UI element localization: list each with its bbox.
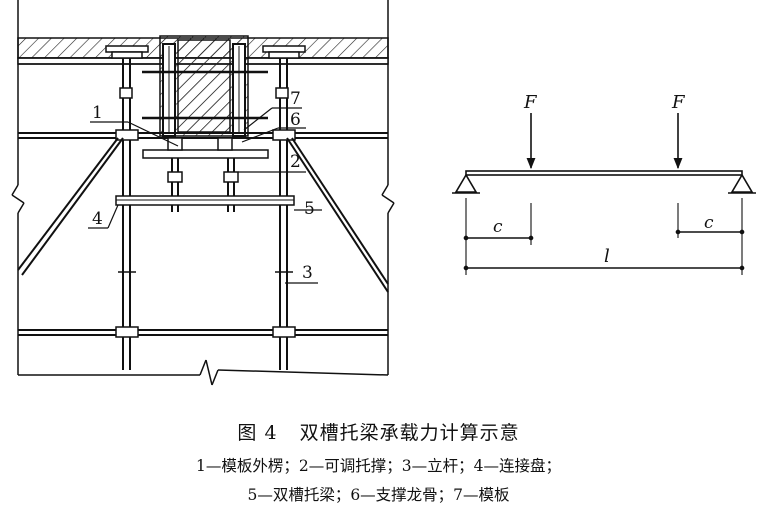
diagonal-braces: [17, 137, 389, 293]
figure-caption: 图 4 双槽托梁承载力计算示意: [0, 418, 757, 445]
callout-2: 2: [290, 152, 301, 172]
scaffold-drawing: [11, 0, 395, 386]
force-label-right: F: [671, 92, 686, 113]
right-support-icon: [730, 173, 754, 193]
frame-edges: [11, 0, 395, 386]
load-diagram: [452, 113, 756, 275]
double-channel-beam: [115, 195, 295, 206]
figure-number: 图 4: [237, 422, 278, 444]
dim-label-c-right: c: [704, 213, 714, 233]
callout-6: 6: [290, 110, 301, 130]
callout-1: 1: [92, 103, 103, 123]
legend-line-2: 5—双槽托梁；6—支撑龙骨；7—模板: [247, 486, 510, 504]
dim-label-c-left: c: [493, 217, 503, 237]
top-u-heads: [105, 45, 306, 99]
callout-3: 3: [302, 263, 313, 283]
left-support-icon: [454, 173, 478, 193]
beam-support-drawing: 1 2 3 4 5 6 7 F F c c: [11, 0, 756, 386]
callout-leaders: [88, 107, 322, 284]
standards: [122, 58, 288, 370]
callout-7: 7: [290, 89, 301, 109]
ledgers: [18, 132, 388, 336]
beam-side-formwork: [162, 43, 246, 137]
tie-rods: [142, 70, 268, 120]
dim-label-l: l: [604, 246, 610, 267]
load-diagram-labels: F F c c l: [493, 92, 714, 267]
callout-5: 5: [304, 199, 315, 219]
connection-disks: [115, 129, 296, 338]
figure-title: 双槽托梁承载力计算示意: [299, 422, 520, 444]
dimension-lines: [463, 198, 745, 275]
force-label-left: F: [523, 92, 538, 113]
callout-numbers: 1 2 3 4 5 6 7: [92, 89, 315, 283]
beam-member: [465, 170, 743, 176]
legend-line-1: 1—模板外楞；2—可调托撑；3—立杆；4—连接盘；: [196, 457, 561, 475]
callout-4: 4: [92, 209, 103, 229]
support-keel: [142, 137, 269, 159]
